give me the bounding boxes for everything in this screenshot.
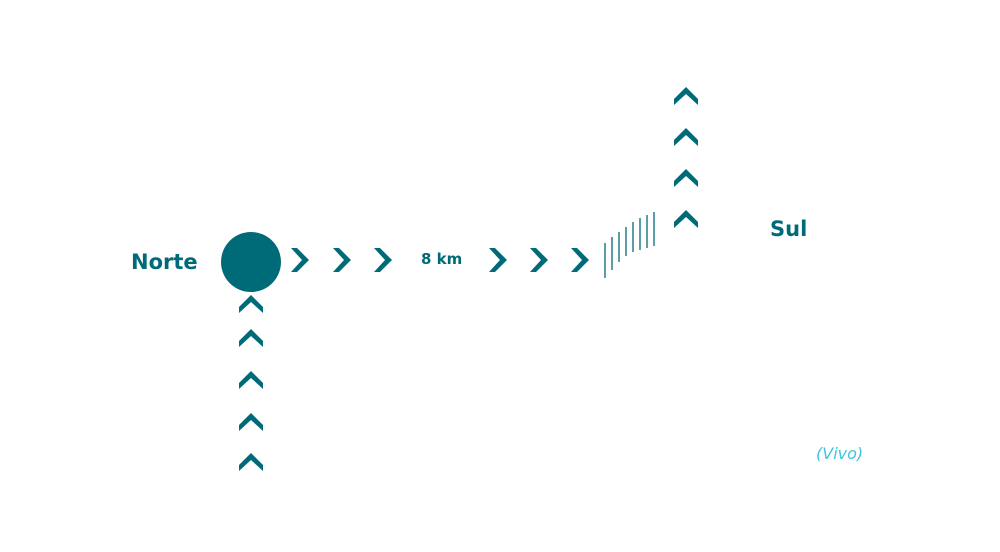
chevron-up-icon [239, 453, 263, 471]
chevron-right-icon [530, 248, 548, 272]
origin-label: Norte [131, 250, 198, 274]
chevron-up-icon [674, 169, 698, 187]
chevron-column-left [239, 295, 263, 471]
chevron-up-icon [674, 87, 698, 105]
chevron-up-icon [239, 329, 263, 347]
chevron-up-icon [674, 128, 698, 146]
circle-marker-icon [221, 232, 281, 292]
destination-label: Sul [770, 217, 808, 241]
chevron-right-icon [489, 248, 507, 272]
chevron-up-icon [239, 413, 263, 431]
chevron-right-icon [291, 248, 309, 272]
chevron-up-icon [239, 371, 263, 389]
chevron-column-right [674, 87, 698, 228]
status-label: (Vivo) [816, 444, 864, 463]
hatch-lines-icon [604, 212, 655, 278]
chevron-row-right [291, 248, 589, 272]
distance-label: 8 km [421, 250, 463, 268]
chevron-right-icon [571, 248, 589, 272]
chevron-up-icon [674, 210, 698, 228]
chevron-right-icon [333, 248, 351, 272]
chevron-right-icon [374, 248, 392, 272]
chevron-up-icon [239, 295, 263, 313]
